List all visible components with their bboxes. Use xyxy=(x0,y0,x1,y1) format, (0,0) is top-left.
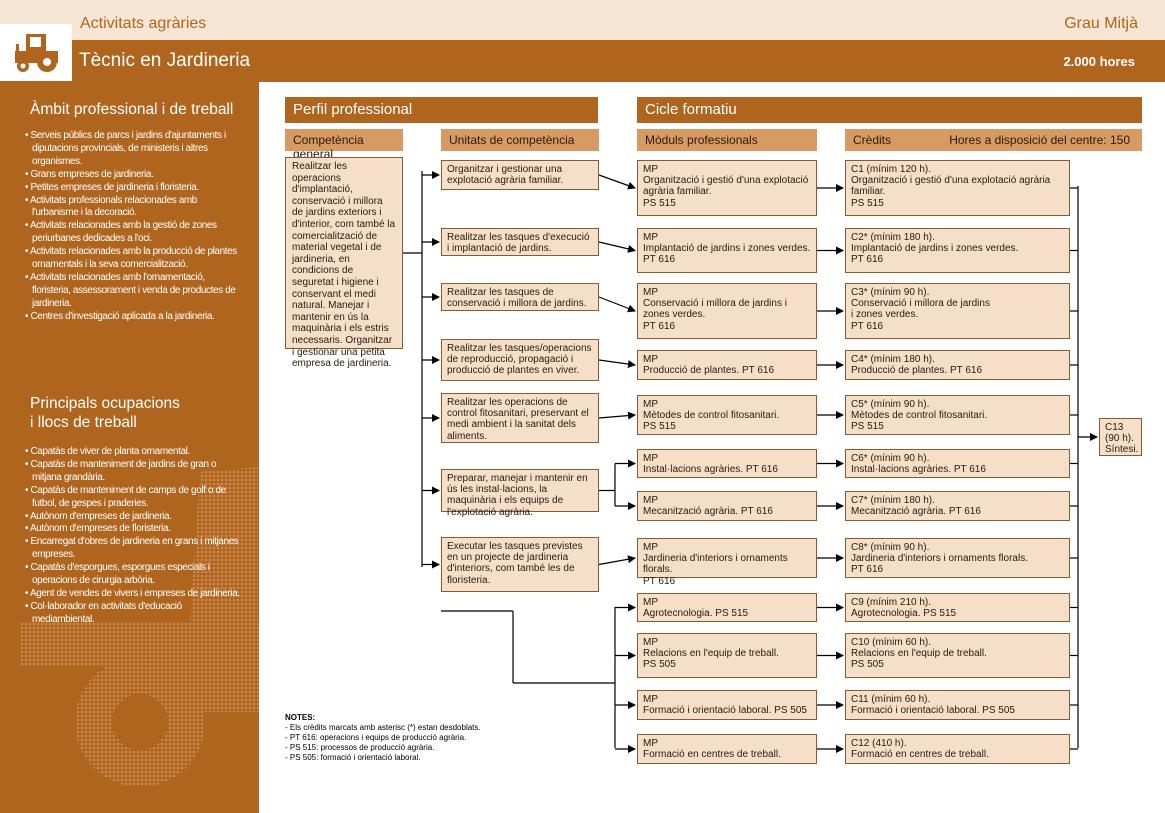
modul-box: MP Agrotecnologia. PS 515 xyxy=(637,593,817,622)
connector xyxy=(598,555,636,566)
modul-box: MP Formació i orientació laboral. PS 505 xyxy=(637,690,817,720)
connector xyxy=(598,411,636,420)
ambit-item: Serveis públics de parcs i jardins d'aju… xyxy=(24,130,240,169)
ocupacio-item: Capatàs de viver de planta ornamental. xyxy=(24,446,240,459)
moduls-col-header: Mòduls professionals xyxy=(637,129,817,151)
ocupacions-title-2: i llocs de treball xyxy=(30,414,137,431)
notes-title: NOTES: xyxy=(285,713,316,722)
credit-box: C10 (mínim 60 h). Relacions en l'equip d… xyxy=(845,633,1070,678)
unitat-box: Realitzar les operacions de control fito… xyxy=(441,393,599,443)
connector xyxy=(598,241,636,253)
ambit-item: Activitats relacionades amb la gestió de… xyxy=(24,220,240,246)
ambit-item: Activitats relacionades amb la producció… xyxy=(24,246,240,272)
unitat-box: Preparar, manejar i mantenir en ús les i… xyxy=(441,469,599,518)
credit-box: C9 (mínim 210 h). Agrotecnologia. PS 515 xyxy=(845,593,1070,622)
unitat-box: Realitzar les tasques de conservació i m… xyxy=(441,283,599,311)
ambit-item: Activitats relacionades amb l'ornamentac… xyxy=(24,272,240,311)
tractor-logo xyxy=(0,24,72,81)
modul-box: MP Formació en centres de treball. xyxy=(637,734,817,764)
unitat-box: Realitzar les tasques/operacions de repr… xyxy=(441,339,599,381)
hores-label: Hores a disposició del centre: 150 xyxy=(949,133,1130,147)
note-item: - PS 515: processos de producció agrària… xyxy=(285,743,435,752)
tractor-icon xyxy=(15,34,58,72)
connector xyxy=(598,174,636,190)
header-title-bar xyxy=(0,40,1165,82)
ocupacio-item: Capatàs d'esporgues, esporgues especials… xyxy=(24,562,240,588)
ambit-list: Serveis públics de parcs i jardins d'aju… xyxy=(24,130,240,324)
sidebar: Àmbit professional i de treball Serveis … xyxy=(0,82,259,813)
note-item: - Els crèdits marcats amb asterisc (*) e… xyxy=(285,723,481,732)
ambit-item: Centres d'investigació aplicada a la jar… xyxy=(24,311,240,324)
cicle-header: Cicle formatiu xyxy=(637,97,1142,123)
credit-box: C1 (mínim 120 h). Organització i gestió … xyxy=(845,160,1070,216)
modul-box: MP Conservació i millora de jardins i zo… xyxy=(637,283,817,339)
credit-box: C6* (mínim 90 h). Instal·lacions agràrie… xyxy=(845,449,1070,478)
notes: NOTES: - Els crèdits marcats amb asteris… xyxy=(285,713,481,763)
credit-box: C5* (mínim 90 h). Mètodes de control fit… xyxy=(845,395,1070,435)
credits-label: Crèdits xyxy=(853,133,892,147)
credit-box: C8* (mínim 90 h). Jardineria d'interiors… xyxy=(845,538,1070,578)
ocupacions-title-1: Principals ocupacions xyxy=(30,395,180,412)
ocupacio-item: Col·laborador en activitats d'educació m… xyxy=(24,601,240,627)
ambit-item: Petites empreses de jardineria i florist… xyxy=(24,182,240,195)
modul-box: MP Relacions en l'equip de treball. PS 5… xyxy=(637,633,817,678)
credit-box: C12 (410 h). Formació en centres de treb… xyxy=(845,734,1070,764)
credits-col-header: Crèdits Hores a disposició del centre: 1… xyxy=(845,129,1142,151)
modul-box: MP Mètodes de control fitosanitari. PS 5… xyxy=(637,395,817,435)
credit-box: C3* (mínim 90 h). Conservació i millora … xyxy=(845,283,1070,339)
modul-box: MP Producció de plantes. PT 616 xyxy=(637,350,817,380)
credit-box: C4* (mínim 180 h). Producció de plantes.… xyxy=(845,350,1070,380)
header-level: Grau Mitjà xyxy=(1064,15,1138,32)
modul-box: MP Organització i gestió d'una explotaci… xyxy=(637,160,817,216)
modul-box: MP Instal·lacions agràries. PT 616 xyxy=(637,449,817,478)
header-top-strip xyxy=(0,0,1165,40)
ambit-item: Activitats professionals relacionades am… xyxy=(24,195,240,221)
ocupacio-item: Encarregat d'obres de jardineria en gran… xyxy=(24,536,240,562)
header-category: Activitats agràries xyxy=(80,15,207,32)
ocupacio-item: Autònom d'empreses de floristeria. xyxy=(24,523,240,536)
note-item: - PT 616: operacions i equips de producc… xyxy=(285,733,467,742)
page-title: Tècnic en Jardineria xyxy=(79,50,251,71)
ocupacio-item: Capatàs de manteniment de camps de golf … xyxy=(24,485,240,511)
ambit-title: Àmbit professional i de treball xyxy=(30,101,234,118)
connector xyxy=(598,359,636,368)
modul-box: MP Jardineria d'interiors i ornaments fl… xyxy=(637,538,817,587)
competencia-general-box: Realitzar les operacions d'implantació, … xyxy=(285,157,403,369)
unitat-box: Organitzar i gestionar una explotació ag… xyxy=(441,160,599,190)
credit-box: C2* (mínim 180 h). Implantació de jardin… xyxy=(845,228,1070,273)
total-hours: 2.000 hores xyxy=(1063,54,1135,69)
ocupacio-item: Autònom d'empreses de jardineria. xyxy=(24,511,240,524)
c13-sintesi-box: C13 (90 h). Síntesi. xyxy=(1099,418,1142,456)
unitat-box: Executar les tasques previstes en un pro… xyxy=(441,537,599,592)
note-item: - PS 505: formació i orientació laboral. xyxy=(285,753,421,762)
connector xyxy=(598,296,636,313)
modul-box: MP Implantació de jardins i zones verdes… xyxy=(637,228,817,273)
unitat-box: Realitzar les tasques d'execució i impla… xyxy=(441,228,599,256)
unitats-col-header: Unitats de competència xyxy=(441,129,599,151)
ocupacio-item: Agent de vendes de vivers i empreses de … xyxy=(24,588,240,601)
ocupacions-list: Capatàs de viver de planta ornamental.Ca… xyxy=(24,446,240,627)
perfil-header: Perfil professional xyxy=(285,97,598,123)
ambit-item: Grans empreses de jardineria. xyxy=(24,169,240,182)
credit-box: C7* (mínim 180 h). Mecanització agrària.… xyxy=(845,491,1070,521)
credit-box: C11 (mínim 60 h). Formació i orientació … xyxy=(845,690,1070,720)
ocupacio-item: Capatàs de manteniment de jardins de gra… xyxy=(24,459,240,485)
modul-box: MP Mecanització agrària. PT 616 xyxy=(637,491,817,521)
